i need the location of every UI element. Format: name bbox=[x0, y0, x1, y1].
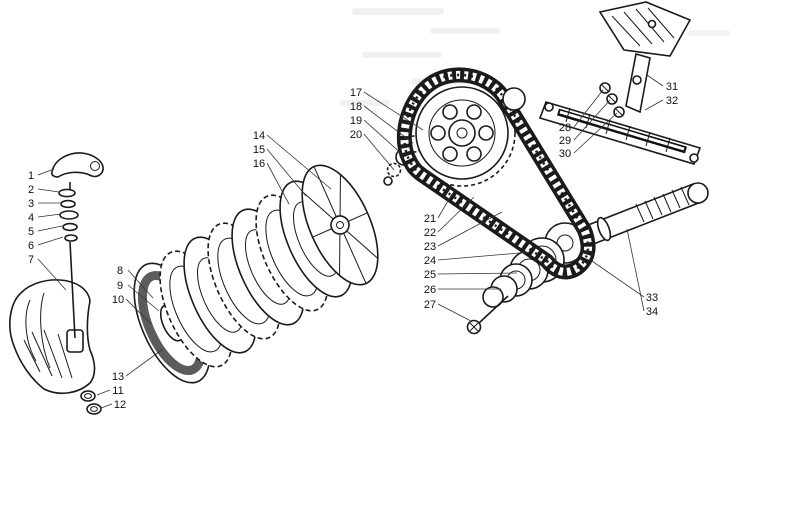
callout-1: 1 bbox=[28, 170, 34, 182]
callout-13: 13 bbox=[112, 371, 124, 383]
callout-16: 16 bbox=[253, 158, 265, 170]
callout-34: 34 bbox=[646, 306, 658, 318]
tensioner-slotted-bar bbox=[538, 101, 702, 165]
callout-25: 25 bbox=[424, 269, 436, 281]
callout-4: 4 bbox=[28, 212, 34, 224]
callout-7: 7 bbox=[28, 254, 34, 266]
callout-2: 2 bbox=[28, 184, 34, 196]
outer-spoked-plate bbox=[301, 164, 379, 286]
seal-washers bbox=[80, 390, 102, 415]
clutch-release-lever bbox=[51, 152, 104, 178]
callout-27: 27 bbox=[424, 299, 436, 311]
callout-3: 3 bbox=[28, 198, 34, 210]
callout-30: 30 bbox=[559, 148, 571, 160]
callout-20: 20 bbox=[350, 129, 362, 141]
callout-31: 31 bbox=[666, 81, 678, 93]
callout-28: 28 bbox=[559, 122, 571, 134]
tensioner-arm bbox=[625, 52, 651, 114]
callout-19: 19 bbox=[350, 115, 362, 127]
callout-11: 11 bbox=[112, 385, 123, 397]
callout-labels: 1 2 3 4 5 6 7 8 9 10 11 12 13 14 15 16 1… bbox=[28, 81, 678, 411]
callout-26: 26 bbox=[424, 284, 436, 296]
callout-22: 22 bbox=[424, 227, 436, 239]
callout-24: 24 bbox=[424, 255, 436, 267]
callout-21: 21 bbox=[424, 213, 436, 225]
callout-14: 14 bbox=[253, 130, 265, 142]
primary-drive-chain bbox=[396, 67, 596, 280]
callout-9: 9 bbox=[117, 280, 123, 292]
callout-33: 33 bbox=[646, 292, 658, 304]
retaining-ring bbox=[502, 87, 526, 111]
callout-15: 15 bbox=[253, 144, 265, 156]
tensioner-bolts bbox=[599, 82, 625, 118]
callout-23: 23 bbox=[424, 241, 436, 253]
leader-lines bbox=[37, 74, 664, 409]
pushrod-and-washers bbox=[58, 182, 79, 339]
tensioner-foot-plate bbox=[598, 1, 692, 57]
callout-32: 32 bbox=[666, 95, 678, 107]
clutch-plate-stack bbox=[133, 164, 379, 384]
callout-29: 29 bbox=[559, 135, 571, 147]
callout-17: 17 bbox=[350, 87, 362, 99]
callout-8: 8 bbox=[117, 265, 123, 277]
callout-12: 12 bbox=[114, 399, 126, 411]
clutch-sprocket-hub bbox=[408, 79, 516, 187]
callout-6: 6 bbox=[28, 240, 34, 252]
cush-bolt bbox=[466, 295, 509, 335]
callout-5: 5 bbox=[28, 226, 34, 238]
engine-case bbox=[9, 279, 96, 395]
callout-10: 10 bbox=[112, 294, 124, 306]
output-shaft bbox=[581, 182, 709, 247]
callout-18: 18 bbox=[350, 101, 362, 113]
